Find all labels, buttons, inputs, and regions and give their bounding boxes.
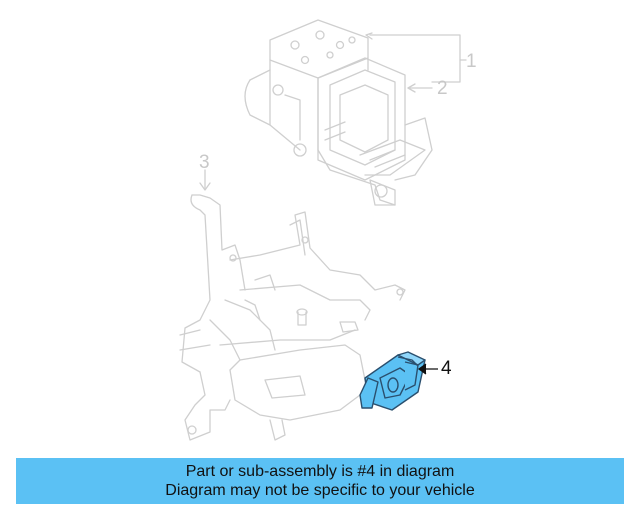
- banner-line-2: Diagram may not be specific to your vehi…: [165, 482, 475, 499]
- callout-label-1: 1: [466, 51, 477, 72]
- callout-leaders-1-2: [365, 32, 467, 93]
- callout-label-4: 4: [441, 358, 452, 379]
- callout-label-3: 3: [199, 152, 210, 173]
- info-banner: Part or sub-assembly is #4 in diagram Di…: [16, 458, 624, 504]
- mounting-bracket: [179, 169, 406, 441]
- abs-control-module: [317, 57, 433, 206]
- banner-line-1: Part or sub-assembly is #4 in diagram: [185, 463, 455, 480]
- callout-leader-4: [417, 363, 438, 375]
- parts-diagram: [179, 19, 467, 441]
- part-4-mount: [359, 351, 426, 411]
- abs-modulator: [244, 19, 396, 206]
- callout-label-2: 2: [437, 78, 448, 99]
